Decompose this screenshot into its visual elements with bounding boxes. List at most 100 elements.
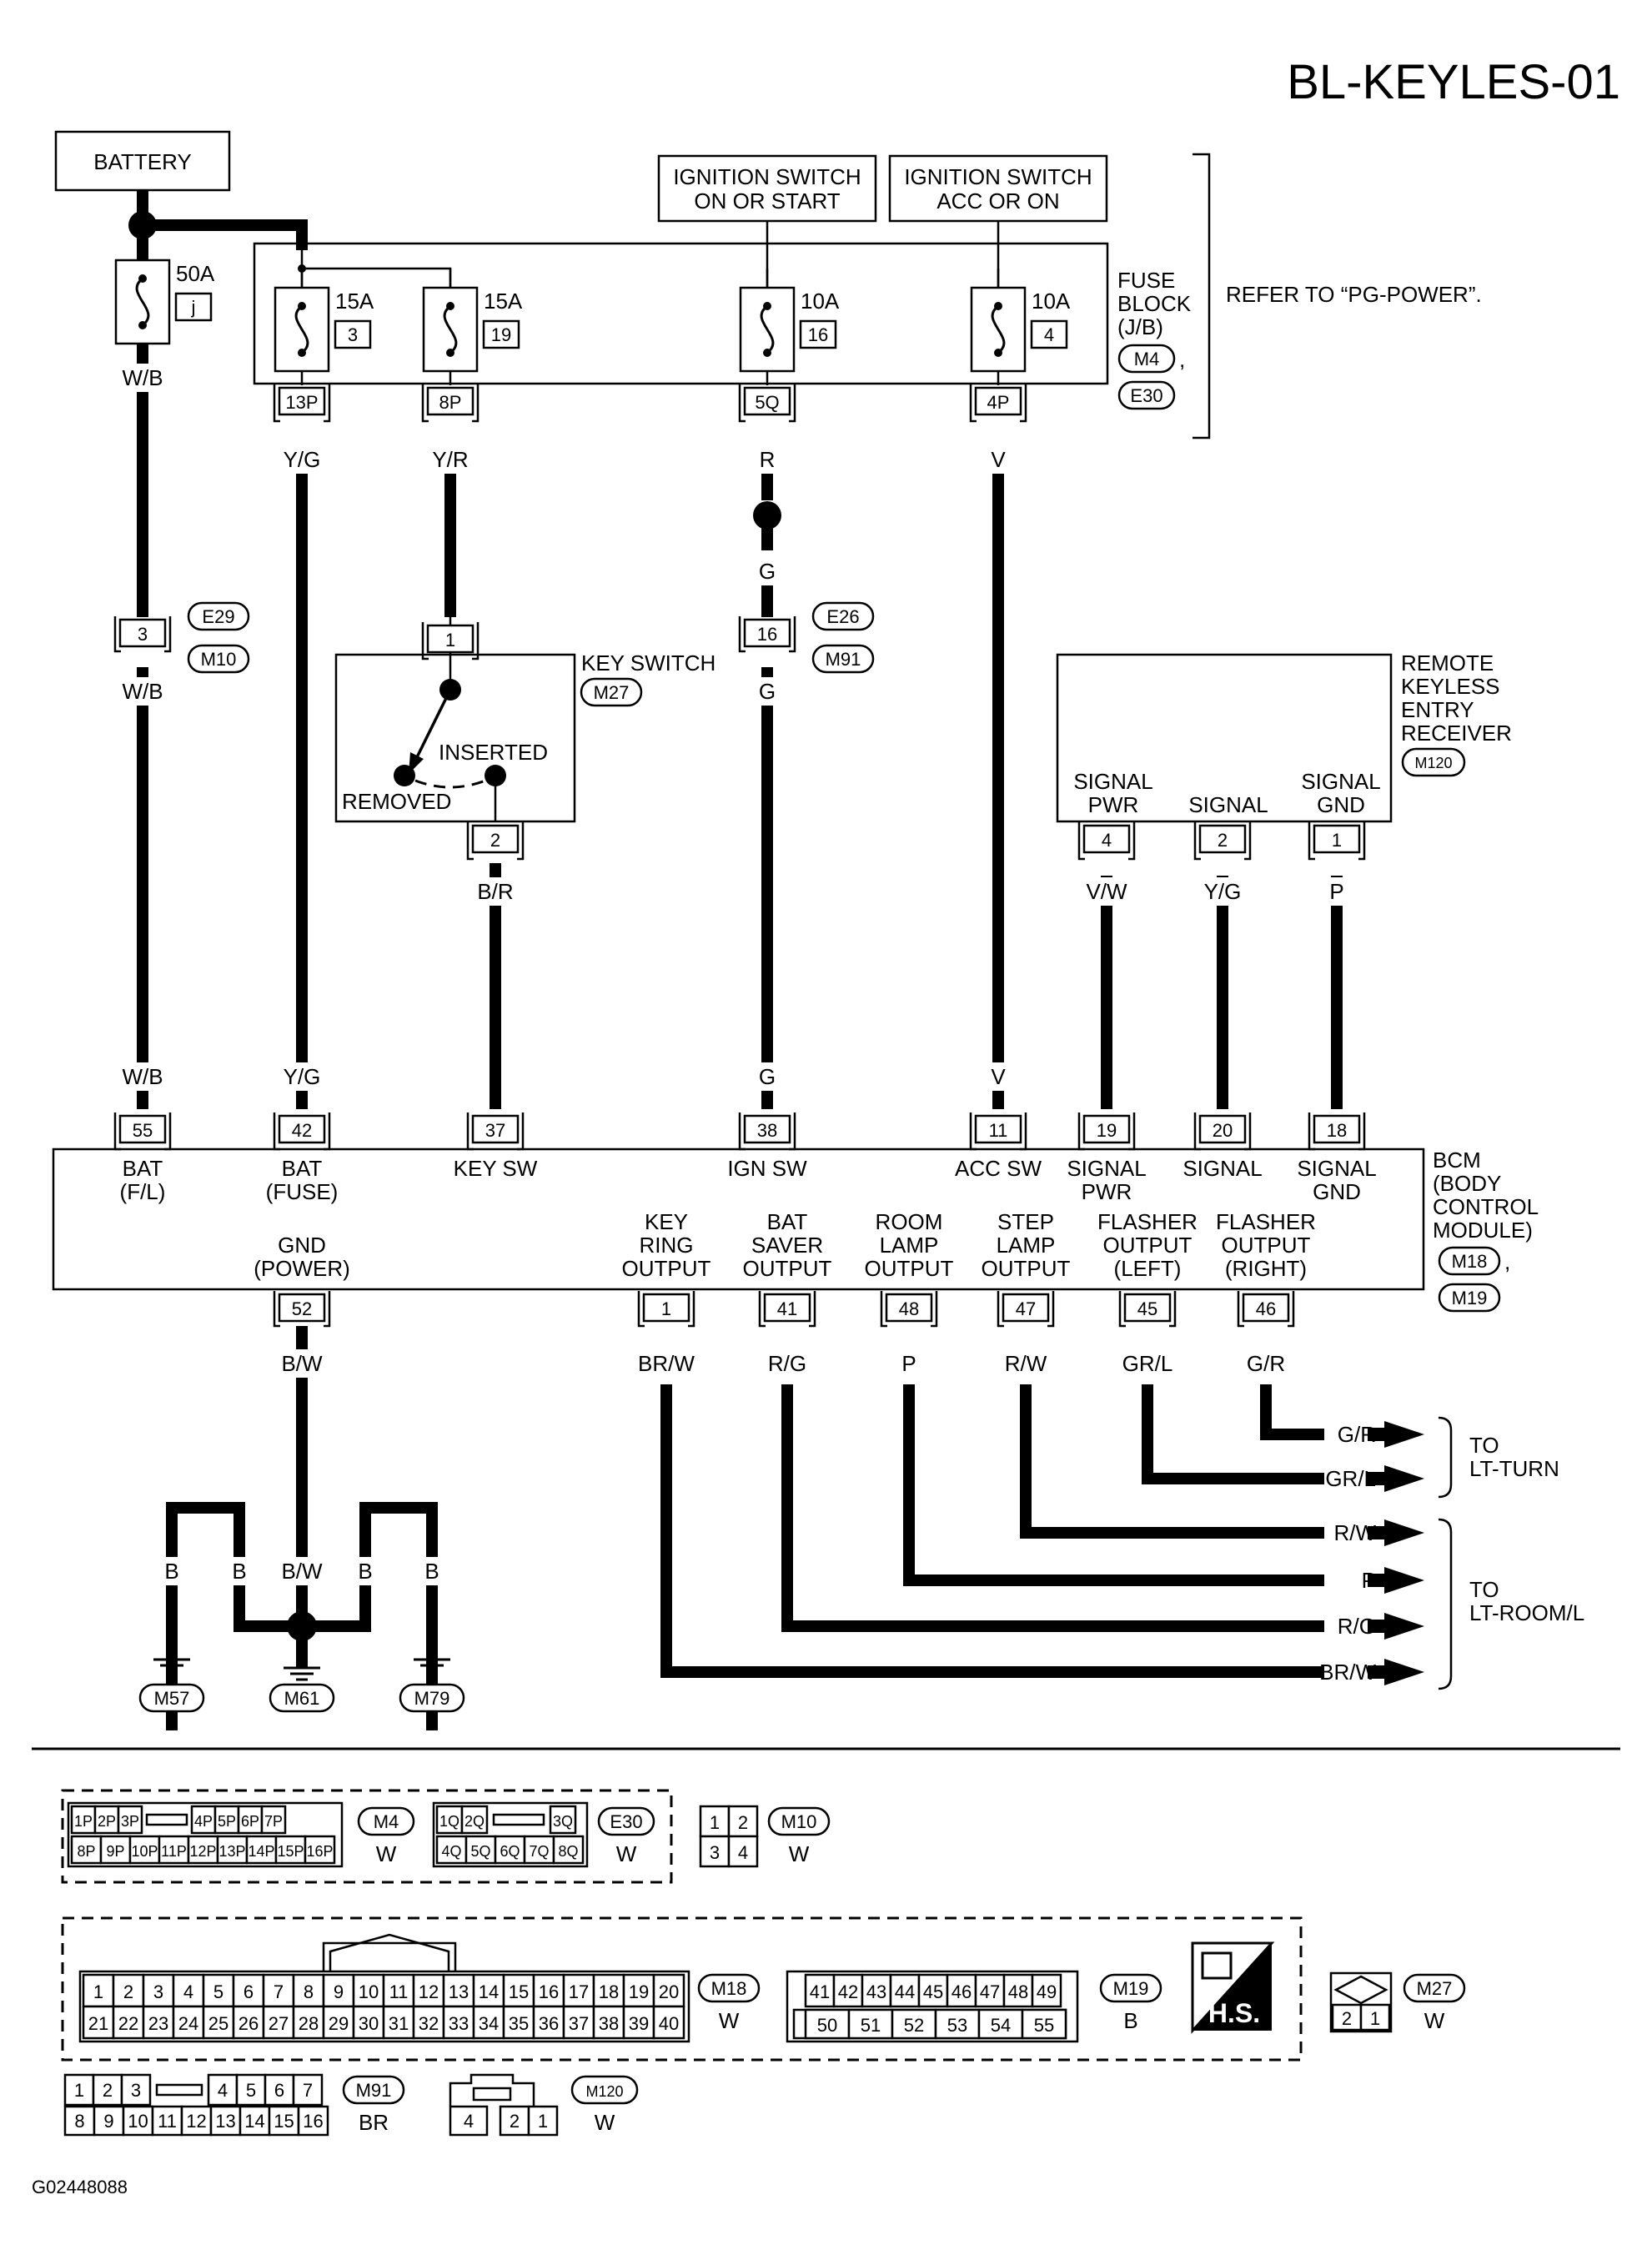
wire-color-label: V/W [1086,879,1127,904]
connector-face-pin: 9 [103,2111,113,2132]
connector-face-pin: 35 [509,2013,529,2034]
arrow-wire-label: P [1362,1568,1376,1593]
receiver-label-4: RECEIVER [1401,721,1512,746]
connector-face-pin: 3 [710,1842,720,1863]
connector-face-pin: 43 [866,1981,886,2002]
bcm-pin-number: 1 [661,1298,671,1319]
connector-face-pin: 32 [419,2013,439,2034]
inline-connector: 3 [113,616,172,653]
connector-face-pin: 1 [710,1812,720,1833]
connector-pin-label: 5Q [755,392,779,413]
arrow-wire-label: BR/W [1319,1660,1376,1685]
bcm-top-pin: 18 [1308,1112,1366,1151]
wire-color-label: G [759,679,776,704]
wire-color-label: P [1329,879,1343,904]
fuse-block-conn-1: M4 [1134,349,1160,369]
bcm-pin-label: PWR [1082,1179,1132,1204]
connector-pin-label: 42 [292,1120,312,1141]
connector-face-pin: 10 [128,2111,148,2132]
wire-color-label: V [991,1064,1006,1089]
connector-face-pin: 16 [539,1981,559,2002]
bcm-pin-label: (F/L) [120,1179,166,1204]
bcm-pin-label: (POWER) [254,1256,350,1281]
bcm-pin-label: IGN SW [727,1156,807,1181]
bcm-label-1: BCM [1433,1148,1481,1173]
ground-conn: M57 [154,1688,190,1709]
arrow-wire-label: G/R [1338,1422,1376,1447]
connector-badge: M18 [697,1973,761,2003]
connector-badge: M27 [1403,1973,1466,2003]
connector-pin-label: 1 [1332,830,1342,851]
connector-face-pin: 25 [208,2013,228,2034]
fuse-block-label-3: (J/B) [1117,314,1163,339]
connector-face-pin: 3P [121,1813,139,1830]
connector-badge: M79 [399,1683,465,1713]
receiver-pin: 1 [1308,822,1366,861]
fuse-rating: 15A [484,289,523,314]
connector-face-pin: 34 [479,2013,499,2034]
connector-face-pin: 4 [464,2111,474,2132]
connector-pin-label: 8P [439,392,462,413]
connector-face-pin: 23 [148,2013,168,2034]
bcm-pin-label: OUTPUT [622,1256,711,1281]
connector-pin-label: 20 [1213,1120,1233,1141]
connector-face-pin: 52 [904,2015,924,2036]
conn-view-color: W [595,2110,615,2135]
fuse-terminal: 13P [273,384,331,423]
connector-face-pin: 30 [359,2013,379,2034]
connector-face-pin: 29 [329,2013,349,2034]
connector-face-pin: 13 [449,1981,469,2002]
key-switch-conn: M27 [594,682,630,703]
arrow-wire-label: R/G [1338,1614,1376,1639]
fuse-rating: 50A [176,261,215,286]
connector-badge: E26 [811,601,875,631]
wire-color-label: R/G [768,1351,806,1376]
bcm-pin-label: OUTPUT [865,1256,954,1281]
wire-color-label: R [760,447,776,472]
key-switch: KEY SWITCH M27 INSERTED REMOVED [334,617,716,823]
receiver-conn: M120 [1414,755,1452,771]
bcm: BCM (BODY CONTROL MODULE) M18 , M19 BAT(… [52,1148,1539,1313]
bcm-label-4: MODULE) [1433,1218,1533,1243]
connector-face-pin: 31 [389,2013,409,2034]
wire-color-label: B/W [281,1559,323,1584]
bcm-pin-label: OUTPUT [1103,1233,1193,1258]
connector-face-pin: 4Q [441,1843,461,1860]
wire-color-label: BR/W [638,1351,695,1376]
connector-face-pin: 6Q [500,1843,520,1860]
connector-face-pin: 12P [189,1843,216,1860]
ignition-switch-acc: IGNITION SWITCH ACC OR ON [888,154,1108,223]
connector-face-pin: 47 [980,1981,1000,2002]
bcm-pin-number: 52 [292,1298,312,1319]
bcm-pin-label: FLASHER [1097,1209,1198,1234]
connector-face-pin: 20 [659,1981,679,2002]
wire-color-label: W/B [122,365,163,390]
connector-face-pin: 15 [274,2111,294,2132]
connector-face-pin: 1P [74,1813,93,1830]
connector-face-pin: 14P [248,1843,274,1860]
receiver-pin: 2 [1193,822,1252,861]
bcm-pin-label: OUTPUT [982,1256,1071,1281]
bcm-bottom-pin: 47 [997,1291,1055,1328]
fuse-block-label-1: FUSE [1117,268,1175,293]
bcm-pin-number: 48 [899,1298,919,1319]
connector-face-pin: 24 [178,2013,198,2034]
connector-face-pin: 51 [861,2015,881,2036]
connector-badge: E29 [187,601,250,631]
ign-acc-label-2: ACC OR ON [936,188,1059,213]
wire-color-label: B [358,1559,372,1584]
diagram-title: BL-KEYLES-01 [1287,55,1620,109]
connector-face-pin: 3 [153,1981,163,2002]
connector-face-pin: 12 [186,2111,206,2132]
connector-face-pin: 5P [218,1813,236,1830]
connector-face-pin: 5 [213,1981,223,2002]
dest-turn-label-2: LT-TURN [1469,1456,1559,1481]
wire-color-label: B/W [281,1351,323,1376]
fuse-rating: 15A [335,289,374,314]
bcm-pin-number: 45 [1137,1298,1157,1319]
